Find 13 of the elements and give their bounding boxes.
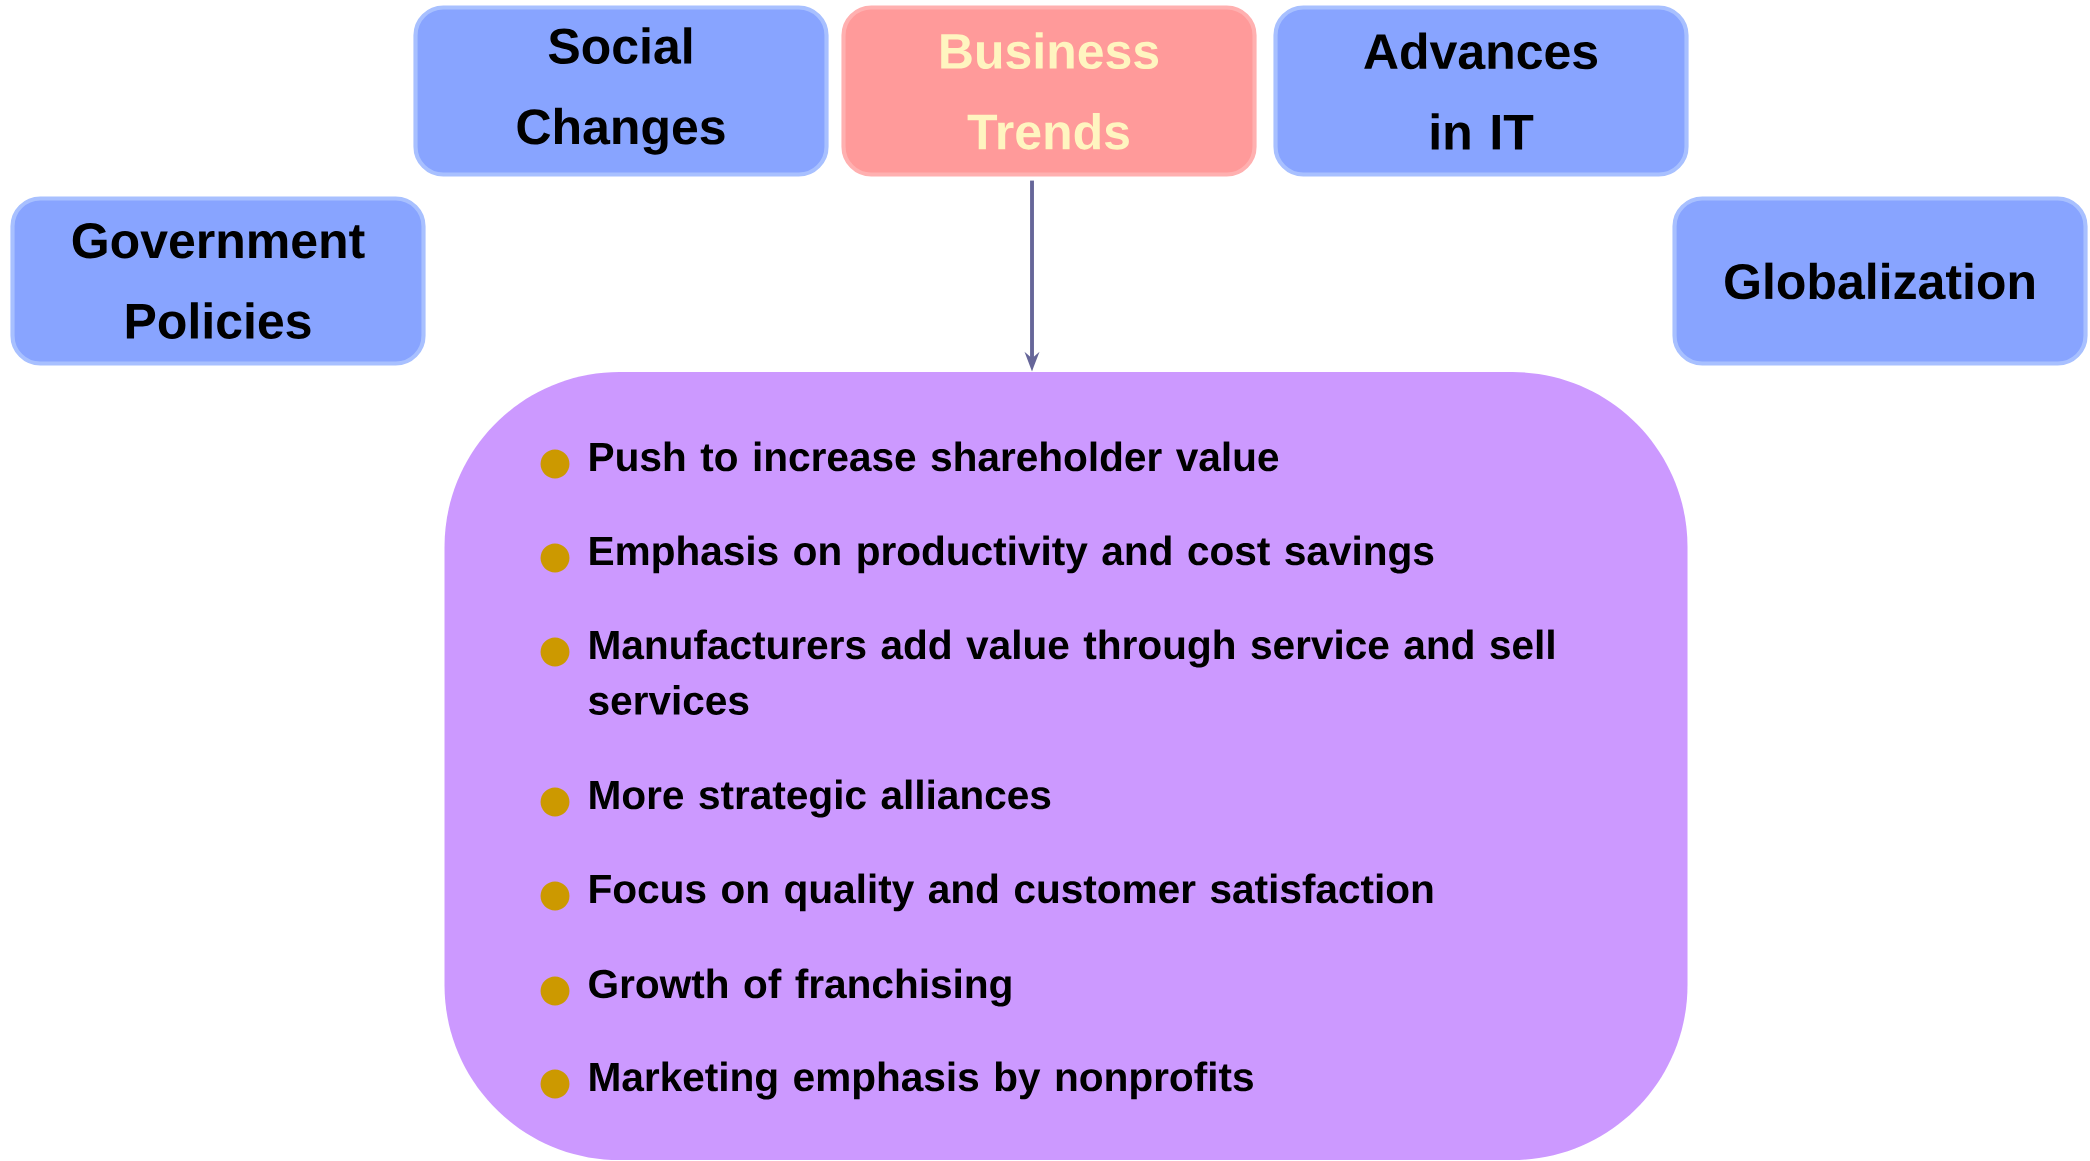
bullet-text: Growth of franchising (589, 968, 1011, 1007)
bullet-text: Emphasis on productivity and cost savings (590, 535, 1434, 574)
list-panel (444, 372, 1688, 1160)
topic-box: Business Trends (841, 5, 1257, 177)
bullet-text: Focus on quality and customer satisfaction (590, 873, 1433, 912)
factor-box: Globalization (1672, 196, 2088, 366)
factor-box: Government Policies (10, 196, 426, 366)
factor-box: Social Changes (413, 5, 829, 177)
bullet-text: Marketing emphasis by nonprofits (590, 1061, 1253, 1100)
bullet-text: Manufacturers add value through service and sell services (589, 629, 1554, 715)
bullet-text: Push to increase shareholder value (590, 441, 1279, 472)
factor-box: Advances in IT (1273, 5, 1689, 177)
bullet-text: More strategic alliances (590, 779, 1051, 818)
